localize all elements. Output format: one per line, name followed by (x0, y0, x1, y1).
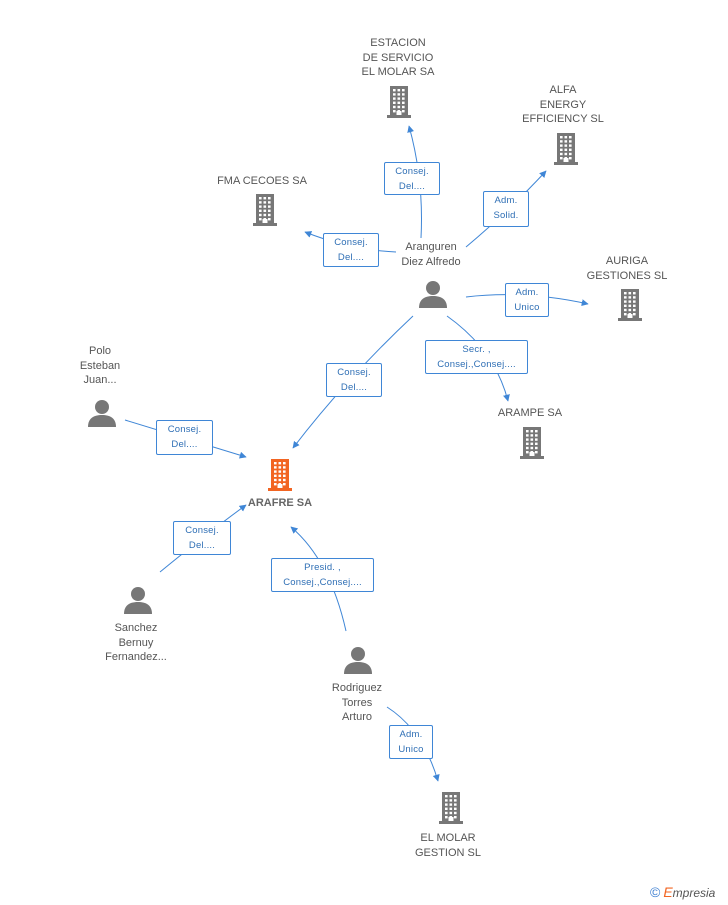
relation-label-aranguren-auriga[interactable]: Adm. Unico (505, 283, 549, 317)
node-label-text: Aranguren Diez Alfredo (401, 241, 461, 268)
node-label-rodriguez[interactable]: Rodriguez Torres Arturo (287, 681, 427, 725)
node-label-text: Rodriguez Torres Arturo (331, 682, 383, 723)
node-label-arafre[interactable]: ARAFRE SA (210, 496, 350, 511)
person-icon[interactable] (343, 645, 373, 680)
building-icon[interactable] (552, 132, 580, 171)
relation-label-aranguren-fma[interactable]: Consej. Del.... (323, 233, 379, 267)
relation-label-rodriguez-elmolar[interactable]: Adm. Unico (389, 725, 433, 759)
building-icon[interactable] (251, 193, 279, 232)
relation-label-aranguren-arampe[interactable]: Secr. , Consej.,Consej.... (425, 340, 528, 374)
building-icon[interactable] (518, 426, 546, 465)
person-icon[interactable] (418, 279, 448, 314)
node-label-alfa[interactable]: ALFA ENERGY EFFICIENCY SL (493, 83, 633, 127)
relation-label-aranguren-estacion[interactable]: Consej. Del.... (384, 162, 440, 195)
building-icon[interactable] (437, 791, 465, 830)
node-label-text: Polo Esteban Juan... (79, 345, 121, 386)
node-label-elmolar[interactable]: EL MOLAR GESTION SL (378, 831, 518, 860)
node-label-text: ALFA ENERGY EFFICIENCY SL (522, 84, 604, 125)
brand-name: Empresia (663, 884, 716, 900)
building-icon[interactable] (616, 288, 644, 327)
relation-label-aranguren-alfa[interactable]: Adm. Solid. (483, 191, 529, 227)
empresia-logo: ©Empresia (650, 884, 715, 900)
node-label-text: EL MOLAR GESTION SL (414, 832, 482, 859)
node-label-estacion[interactable]: ESTACION DE SERVICIO EL MOLAR SA (328, 36, 468, 80)
copyright-symbol: © (650, 884, 661, 900)
relation-label-aranguren-arafre[interactable]: Consej. Del.... (326, 363, 382, 397)
node-label-text: FMA CECOES SA (217, 175, 307, 187)
building-icon[interactable] (266, 458, 294, 497)
node-label-sanchez[interactable]: Sanchez Bernuy Fernandez... (66, 621, 206, 665)
node-label-text: ESTACION DE SERVICIO EL MOLAR SA (361, 37, 435, 78)
brand-rest: mpresia (672, 886, 716, 900)
node-label-arampe[interactable]: ARAMPE SA (460, 406, 600, 421)
node-label-text: ARAMPE SA (497, 407, 563, 419)
node-label-polo[interactable]: Polo Esteban Juan... (30, 344, 170, 388)
node-label-auriga[interactable]: AURIGA GESTIONES SL (557, 254, 697, 283)
brand-initial: E (663, 884, 673, 900)
node-label-text: AURIGA GESTIONES SL (586, 255, 668, 282)
building-icon[interactable] (385, 85, 413, 124)
person-icon[interactable] (123, 585, 153, 620)
node-label-text: ARAFRE SA (247, 497, 313, 509)
node-label-text: Sanchez Bernuy Fernandez... (105, 622, 167, 663)
person-icon[interactable] (87, 398, 117, 433)
node-label-aranguren[interactable]: Aranguren Diez Alfredo (361, 240, 501, 269)
node-label-fma[interactable]: FMA CECOES SA (192, 174, 332, 189)
relation-label-polo-arafre[interactable]: Consej. Del.... (156, 420, 213, 455)
relation-label-rodriguez-arafre[interactable]: Presid. , Consej.,Consej.... (271, 558, 374, 592)
relation-label-sanchez-arafre[interactable]: Consej. Del.... (173, 521, 231, 555)
